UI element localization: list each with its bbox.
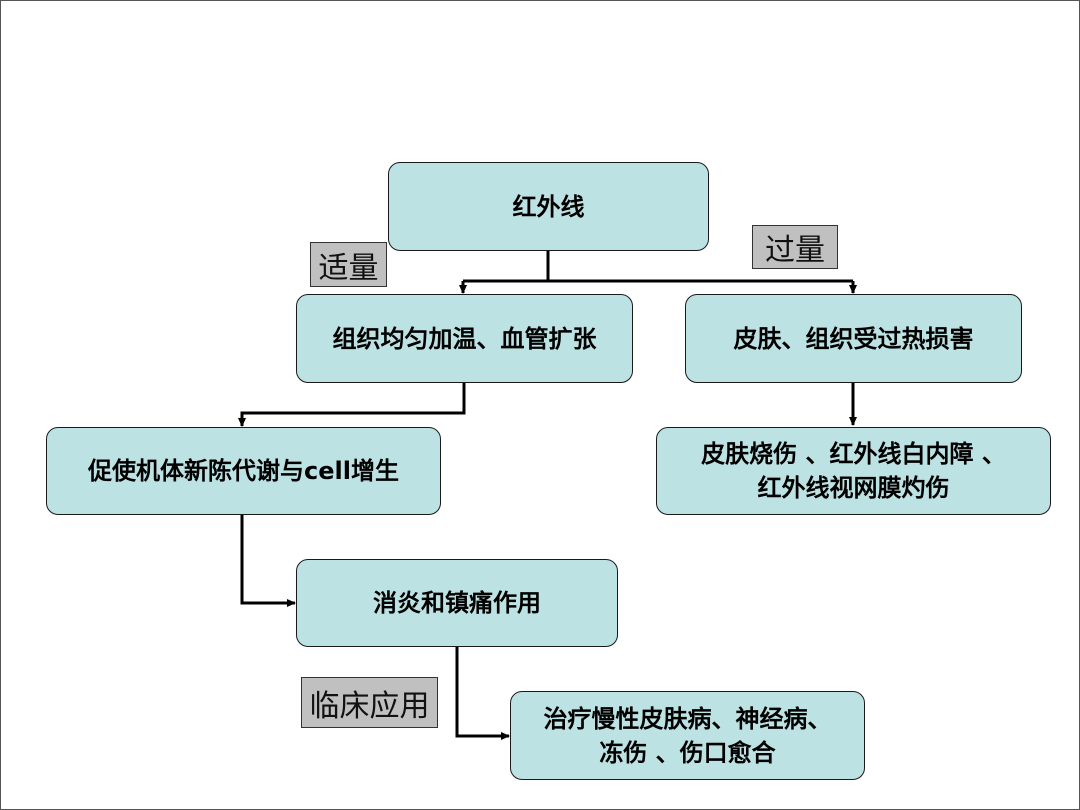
node-burn-injuries: 皮肤烧伤 、红外线白内障 、 红外线视网膜灼伤 [656, 427, 1051, 515]
node-infrared-text: 红外线 [512, 192, 585, 221]
label-moderate: 适量 [310, 242, 387, 287]
node-thermal-damage-text: 皮肤、组织受过热损害 [733, 324, 974, 353]
label-excess-text: 过量 [765, 233, 825, 268]
label-clinical-text: 临床应用 [309, 688, 430, 724]
node-tissue-warming: 组织均匀加温、血管扩张 [296, 294, 633, 383]
node-anti-inflammatory-text: 消炎和镇痛作用 [373, 589, 541, 617]
node-infrared: 红外线 [388, 162, 709, 251]
arrow-to-left2 [238, 383, 466, 427]
node-metabolism: 促使机体新陈代谢与cell增生 [46, 427, 441, 515]
label-moderate-text: 适量 [318, 250, 379, 286]
node-tissue-warming-text: 组织均匀加温、血管扩张 [332, 324, 597, 353]
label-clinical: 临床应用 [301, 677, 438, 728]
node-treatment: 治疗慢性皮肤病、神经病、 冻伤 、伤口愈合 [510, 691, 865, 780]
node-anti-inflammatory: 消炎和镇痛作用 [296, 559, 618, 647]
node-metabolism-text: 促使机体新陈代谢与cell增生 [88, 457, 399, 485]
node-burn-injuries-line1: 皮肤烧伤 、红外线白内障 、 [701, 440, 1006, 468]
node-thermal-damage: 皮肤、组织受过热损害 [685, 294, 1022, 383]
node-treatment-line1: 治疗慢性皮肤病、神经病、 [543, 704, 832, 733]
node-burn-injuries-line2: 红外线视网膜灼伤 [757, 474, 950, 502]
connector-root-split [463, 251, 853, 283]
label-excess: 过量 [752, 225, 838, 269]
node-treatment-line2: 冻伤 、伤口愈合 [599, 738, 776, 767]
arrow-to-left3 [240, 515, 296, 607]
arrow-to-left4 [455, 647, 510, 740]
